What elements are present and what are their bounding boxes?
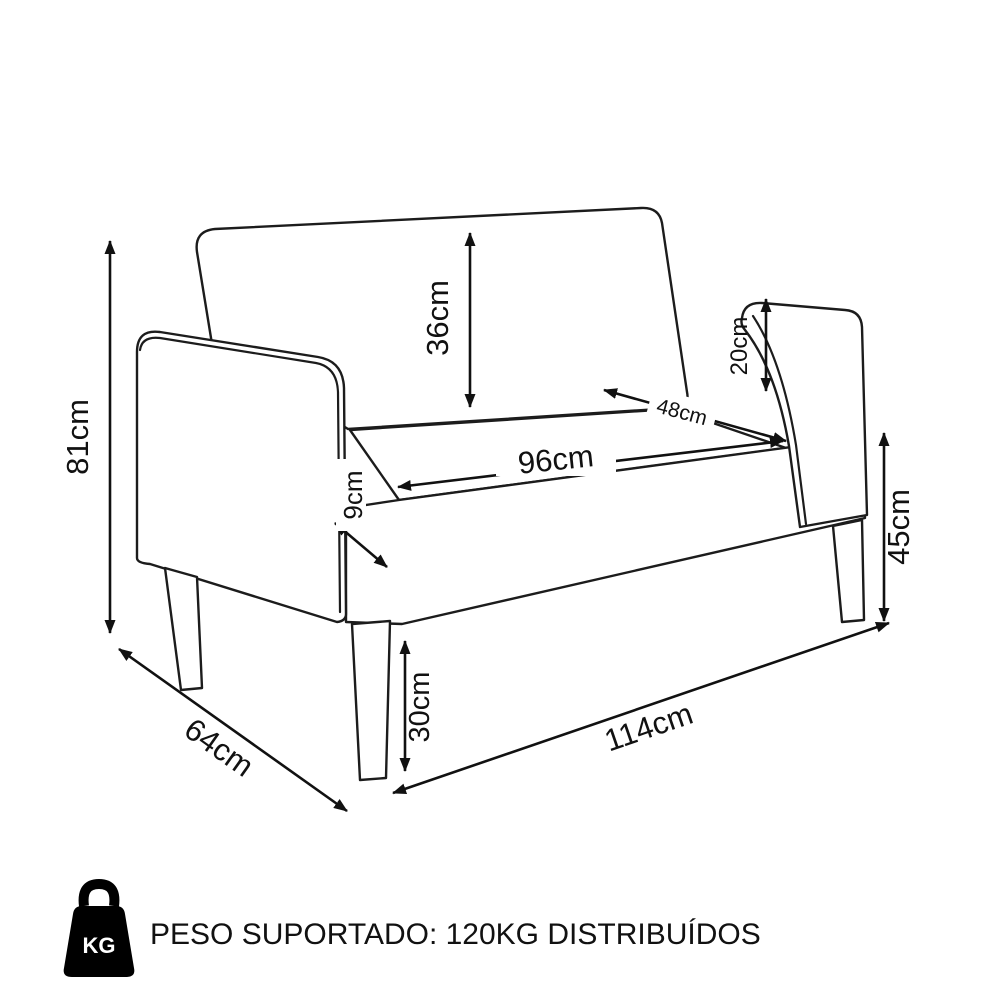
seat-depth-label-mask	[645, 387, 719, 435]
weight-icon-body	[63, 906, 135, 977]
sofa-left-arm	[135, 330, 348, 624]
sofa-right-arm-roll-line	[751, 314, 808, 526]
weight-icon-kg-label: KG	[83, 933, 116, 958]
arm-width-label: 9cm	[338, 470, 368, 519]
dimension-annotations: 81cm 36cm 20cm 96cm 48cm 9cm 45cm 30cm	[60, 232, 916, 813]
seat-height-label: 45cm	[881, 489, 916, 565]
backrest-height-label: 36cm	[420, 280, 455, 356]
seat-width-label: 96cm	[516, 438, 595, 481]
footer: KG PESO SUPORTADO: 120KG DISTRIBUÍDOS	[63, 878, 761, 977]
total-depth-arrow	[118, 647, 348, 813]
sofa-leg-back-left	[163, 566, 204, 692]
sofa-drawing	[135, 206, 869, 782]
leg-height-label: 30cm	[404, 672, 436, 743]
sofa-right-arm	[740, 301, 869, 529]
supported-weight-text: PESO SUPORTADO: 120KG DISTRIBUÍDOS	[150, 918, 761, 951]
seat-width-label-mask	[496, 436, 616, 476]
arm-width-label-group: 9cm	[336, 459, 368, 531]
total-width-arrow	[392, 621, 890, 795]
weight-icon-handle	[78, 878, 120, 907]
sofa-left-arm-roll-line	[138, 336, 342, 614]
sofa-leg-front-left	[350, 619, 392, 782]
total-height-label: 81cm	[60, 399, 95, 475]
arm-width-label-mask	[336, 459, 366, 531]
total-depth-label: 64cm	[178, 711, 260, 784]
weight-kg-icon: KG	[63, 878, 135, 977]
sofa-leg-front-right	[831, 518, 866, 624]
seat-depth-label-group: 48cm	[645, 387, 719, 435]
cushion-height-label: 20cm	[726, 317, 753, 376]
